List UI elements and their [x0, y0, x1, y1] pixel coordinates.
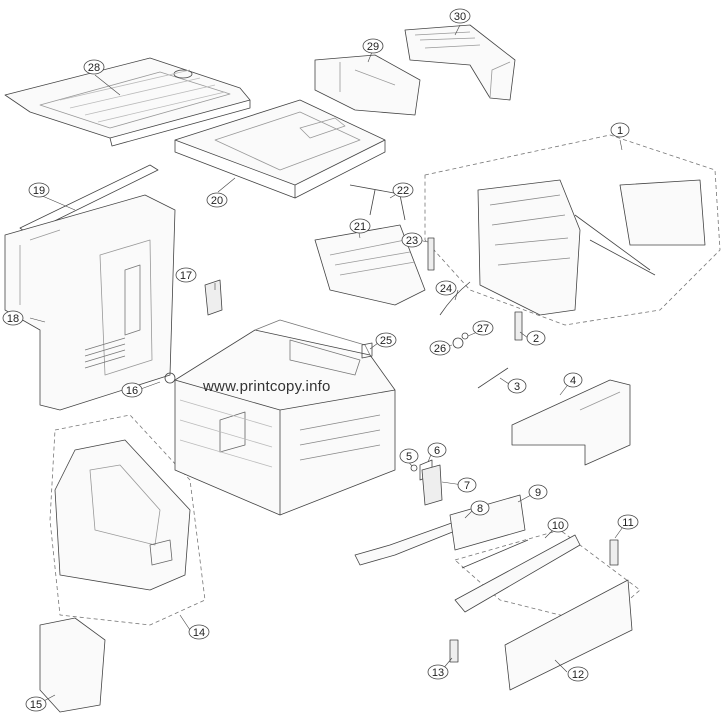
svg-text:19: 19	[33, 185, 45, 197]
part-gear-26	[452, 337, 464, 349]
callout-24: 24	[435, 280, 457, 296]
svg-text:27: 27	[477, 323, 489, 335]
svg-text:21: 21	[354, 221, 366, 233]
callout-3: 3	[507, 378, 527, 394]
part-duct-30	[404, 24, 516, 101]
svg-text:24: 24	[440, 283, 452, 295]
svg-text:30: 30	[454, 11, 466, 23]
part-plate-9	[449, 494, 526, 551]
svg-text:9: 9	[535, 487, 541, 499]
part-front-door	[54, 439, 191, 591]
callout-23: 23	[401, 232, 423, 248]
svg-text:12: 12	[572, 669, 584, 681]
callout-9: 9	[528, 484, 548, 500]
callout-13: 13	[427, 664, 449, 680]
callout-1: 1	[610, 122, 630, 138]
svg-text:29: 29	[367, 41, 379, 53]
svg-text:16: 16	[126, 385, 138, 397]
callout-20: 20	[206, 192, 228, 208]
part-rod	[461, 539, 529, 569]
part-shaft-3	[477, 367, 509, 389]
part-latch-13	[449, 639, 459, 663]
part-small-cover-15	[39, 617, 106, 713]
part-bracket-17	[204, 279, 223, 316]
callout-6: 6	[427, 442, 447, 458]
part-tray-front-12	[504, 579, 633, 691]
callout-7: 7	[457, 477, 477, 493]
part-gear-16	[164, 372, 176, 384]
part-rear-door-assembly	[477, 179, 706, 316]
svg-text:22: 22	[397, 185, 409, 197]
svg-text:13: 13	[432, 667, 444, 679]
svg-text:10: 10	[552, 520, 564, 532]
callout-10: 10	[547, 517, 569, 533]
callout-12: 12	[567, 666, 589, 682]
callout-8: 8	[470, 500, 490, 516]
callout-21: 21	[349, 218, 371, 234]
callout-2: 2	[526, 330, 546, 346]
svg-text:8: 8	[477, 503, 483, 515]
svg-text:18: 18	[7, 313, 19, 325]
svg-text:15: 15	[30, 699, 42, 711]
callout-22: 22	[392, 182, 414, 198]
callout-11: 11	[617, 514, 639, 530]
part-7	[421, 464, 443, 506]
part-pin-23	[427, 237, 435, 271]
svg-text:28: 28	[88, 62, 100, 74]
part-main-chassis	[174, 319, 396, 516]
svg-text:26: 26	[434, 343, 446, 355]
callout-28: 28	[83, 59, 105, 75]
part-latch-11	[609, 539, 619, 566]
svg-text:4: 4	[570, 375, 576, 387]
group-outline-tray	[454, 529, 641, 626]
part-fuser-frame-21	[314, 224, 426, 306]
callout-27: 27	[472, 320, 494, 336]
svg-text:25: 25	[380, 335, 392, 347]
group-outline-front-door	[49, 414, 206, 626]
callout-14: 14	[188, 624, 210, 640]
callout-16: 16	[121, 382, 143, 398]
part-side-panel-29	[314, 54, 421, 116]
svg-text:23: 23	[406, 235, 418, 247]
watermark-text: www.printcopy.info	[203, 378, 331, 395]
callout-labels: 1 2 3 4 5 6 7 8 9 10 11 12 13 14 15 16 1…	[2, 8, 639, 712]
callout-17: 17	[175, 267, 197, 283]
callout-30: 30	[449, 8, 471, 24]
part-top-cover	[4, 57, 251, 147]
callout-5: 5	[399, 448, 419, 464]
svg-text:20: 20	[211, 195, 223, 207]
part-right-cover	[511, 379, 631, 466]
part-output-tray	[174, 99, 386, 199]
svg-text:6: 6	[434, 445, 440, 457]
part-roller-2	[514, 311, 523, 341]
svg-text:1: 1	[617, 125, 623, 137]
group-outline-rear-door	[424, 134, 721, 326]
part-gear-27	[461, 332, 469, 340]
part-spring-25	[361, 342, 373, 359]
part-5	[410, 464, 418, 472]
part-front-bar-10	[454, 534, 581, 613]
callout-19: 19	[28, 182, 50, 198]
part-left-cover	[4, 194, 176, 411]
part-spring-24	[439, 281, 471, 316]
svg-text:17: 17	[180, 270, 192, 282]
callout-4: 4	[563, 372, 583, 388]
callout-15: 15	[25, 696, 47, 712]
svg-text:14: 14	[193, 627, 205, 639]
svg-text:5: 5	[406, 451, 412, 463]
svg-text:2: 2	[533, 333, 539, 345]
callout-29: 29	[362, 38, 384, 54]
svg-text:7: 7	[464, 480, 470, 492]
callout-18: 18	[2, 310, 24, 326]
svg-text:11: 11	[622, 517, 633, 529]
callout-26: 26	[429, 340, 451, 356]
callout-25: 25	[375, 332, 397, 348]
svg-text:3: 3	[514, 381, 520, 393]
